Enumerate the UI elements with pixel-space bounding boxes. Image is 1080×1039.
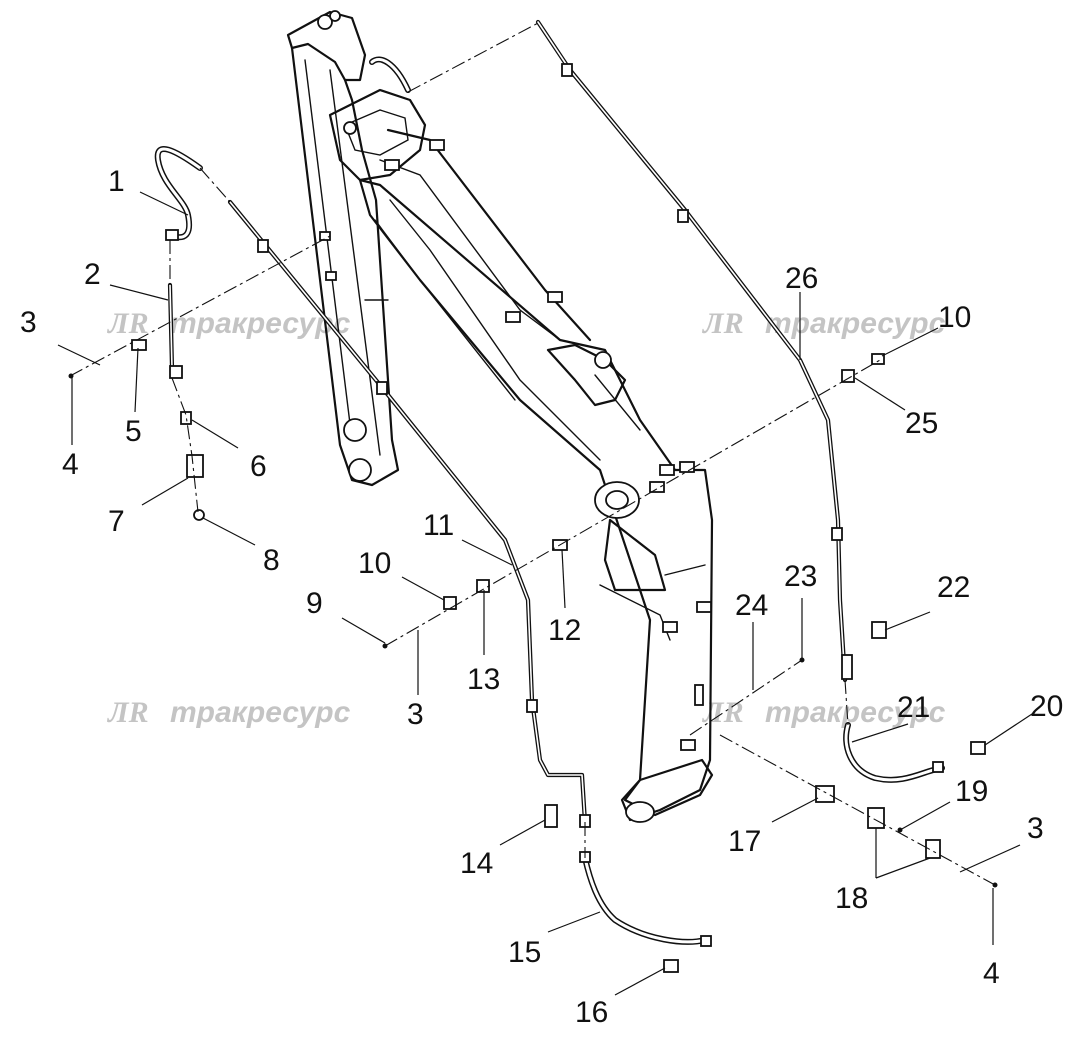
- callout-16: 16: [575, 996, 608, 1029]
- pipe-2: [167, 282, 175, 371]
- callout-5: 5: [125, 415, 142, 448]
- callout-4: 4: [62, 448, 79, 481]
- callout-7: 7: [108, 505, 125, 538]
- svg-text:ЛR: ЛR: [106, 696, 149, 729]
- hose-1: [154, 146, 203, 241]
- svg-text:тракресурс: тракресурс: [765, 696, 946, 729]
- callout-23: 23: [784, 560, 817, 593]
- callout-11: 11: [423, 509, 454, 542]
- svg-text:ЛR: ЛR: [701, 696, 744, 729]
- callout-8: 8: [263, 544, 280, 577]
- watermark-top-left: ЛR тракресурс: [106, 307, 351, 340]
- callout-4b: 4: [983, 957, 1000, 990]
- watermark-bottom-right: ЛR тракресурс: [701, 696, 946, 729]
- svg-text:ЛR: ЛR: [106, 307, 149, 340]
- callout-15: 15: [508, 936, 541, 969]
- callout-6: 6: [250, 450, 267, 483]
- callout-26: 26: [785, 262, 818, 295]
- callout-21: 21: [897, 691, 930, 724]
- watermark-top-right: ЛR тракресурс: [701, 307, 946, 340]
- callout-3: 3: [20, 306, 37, 339]
- callout-14: 14: [460, 847, 493, 880]
- callout-3b: 3: [407, 698, 424, 731]
- callout-10: 10: [358, 547, 391, 580]
- callout-20: 20: [1030, 690, 1063, 723]
- tube-11-left-line: [227, 199, 588, 825]
- callout-10b: 10: [938, 301, 971, 334]
- hose-15: [582, 855, 708, 945]
- callout-13: 13: [467, 663, 500, 696]
- callout-9: 9: [306, 587, 323, 620]
- svg-text:тракресурс: тракресурс: [765, 307, 946, 340]
- leader-lines: [57, 191, 1036, 996]
- callout-1: 1: [108, 165, 125, 198]
- assembly-center-lines: [69, 21, 996, 886]
- callout-25: 25: [905, 407, 938, 440]
- callout-18: 18: [835, 882, 868, 915]
- callout-3c: 3: [1027, 812, 1044, 845]
- boom-structure: [286, 10, 714, 823]
- svg-text:тракресурс: тракресурс: [170, 696, 351, 729]
- watermark-bottom-left: ЛR тракресурс: [106, 696, 351, 729]
- callout-12: 12: [548, 614, 581, 647]
- callout-labels: 1 2 3 4 5 6 7 8 9 10 11 12 13 3 14 15 16…: [20, 165, 1063, 1029]
- callout-22: 22: [937, 571, 970, 604]
- hose-top-short: [369, 56, 411, 93]
- callout-19: 19: [955, 775, 988, 808]
- tube-26-right-line: [535, 19, 848, 683]
- part-fittings: [68, 229, 998, 973]
- callout-17: 17: [728, 825, 761, 858]
- callout-24: 24: [735, 589, 768, 622]
- hose-21: [843, 722, 945, 783]
- callout-2: 2: [84, 258, 101, 291]
- svg-text:ЛR: ЛR: [701, 307, 744, 340]
